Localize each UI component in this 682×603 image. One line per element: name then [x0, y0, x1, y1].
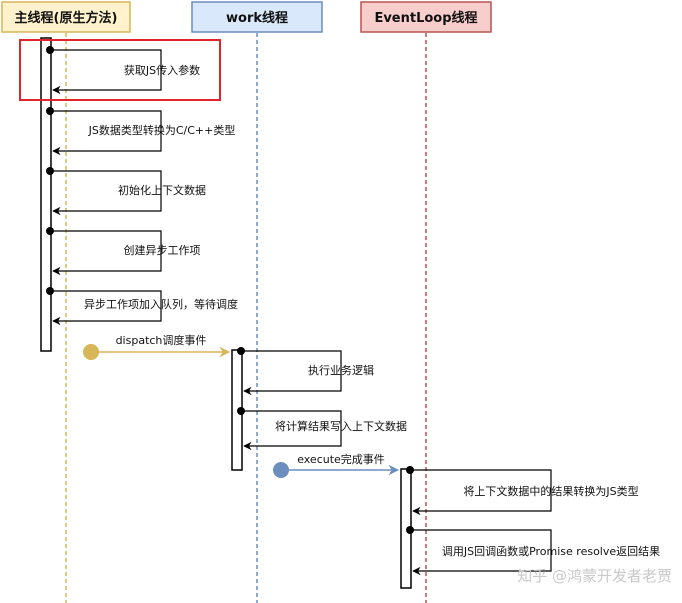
eventloop-lane-header: EventLoop线程	[360, 1, 492, 33]
execute-event: execute完成事件	[273, 452, 400, 478]
main-lane-header: 主线程(原生方法)	[1, 1, 131, 33]
main-step-4: 创建异步工作项	[46, 227, 201, 276]
main-step-1-label: 获取JS传入参数	[124, 63, 200, 77]
work-step-2: 将计算结果写入上下文数据	[237, 407, 407, 451]
eventloop-lane-title: EventLoop线程	[374, 10, 477, 26]
eventloop-step-1: 将上下文数据中的结果转换为JS类型	[406, 466, 639, 516]
work-lane-title: work线程	[226, 10, 288, 26]
work-step-1-label: 执行业务逻辑	[308, 363, 374, 377]
main-step-5: 异步工作项加入队列，等待调度	[46, 287, 238, 326]
dispatch-event-label: dispatch调度事件	[116, 333, 207, 347]
main-step-3-label: 初始化上下文数据	[118, 183, 206, 197]
watermark: 知乎 @鸿蒙开发者老贾	[517, 567, 672, 585]
execute-start-dot	[273, 462, 289, 478]
work-step-2-label: 将计算结果写入上下文数据	[275, 419, 407, 433]
work-step-1: 执行业务逻辑	[237, 347, 374, 396]
main-lane-title: 主线程(原生方法)	[15, 10, 118, 26]
main-step-2: JS数据类型转换为C/C++类型	[46, 107, 236, 156]
highlight-box	[19, 39, 221, 101]
main-activation-bar	[40, 37, 52, 352]
eventloop-step-2: 调用JS回调函数或Promise resolve返回结果	[406, 526, 660, 576]
dispatch-event: dispatch调度事件	[83, 333, 231, 360]
main-step-3: 初始化上下文数据	[46, 167, 206, 216]
work-lane-header: work线程	[191, 1, 323, 33]
eventloop-step-2-label: 调用JS回调函数或Promise resolve返回结果	[442, 545, 660, 558]
execute-event-label: execute完成事件	[297, 452, 385, 466]
eventloop-step-1-label: 将上下文数据中的结果转换为JS类型	[463, 484, 638, 498]
dispatch-start-dot	[83, 344, 99, 360]
main-step-2-label: JS数据类型转换为C/C++类型	[88, 123, 236, 137]
main-step-5-label: 异步工作项加入队列，等待调度	[84, 297, 238, 311]
main-step-1: 获取JS传入参数	[46, 46, 200, 95]
main-step-4-label: 创建异步工作项	[124, 243, 201, 257]
